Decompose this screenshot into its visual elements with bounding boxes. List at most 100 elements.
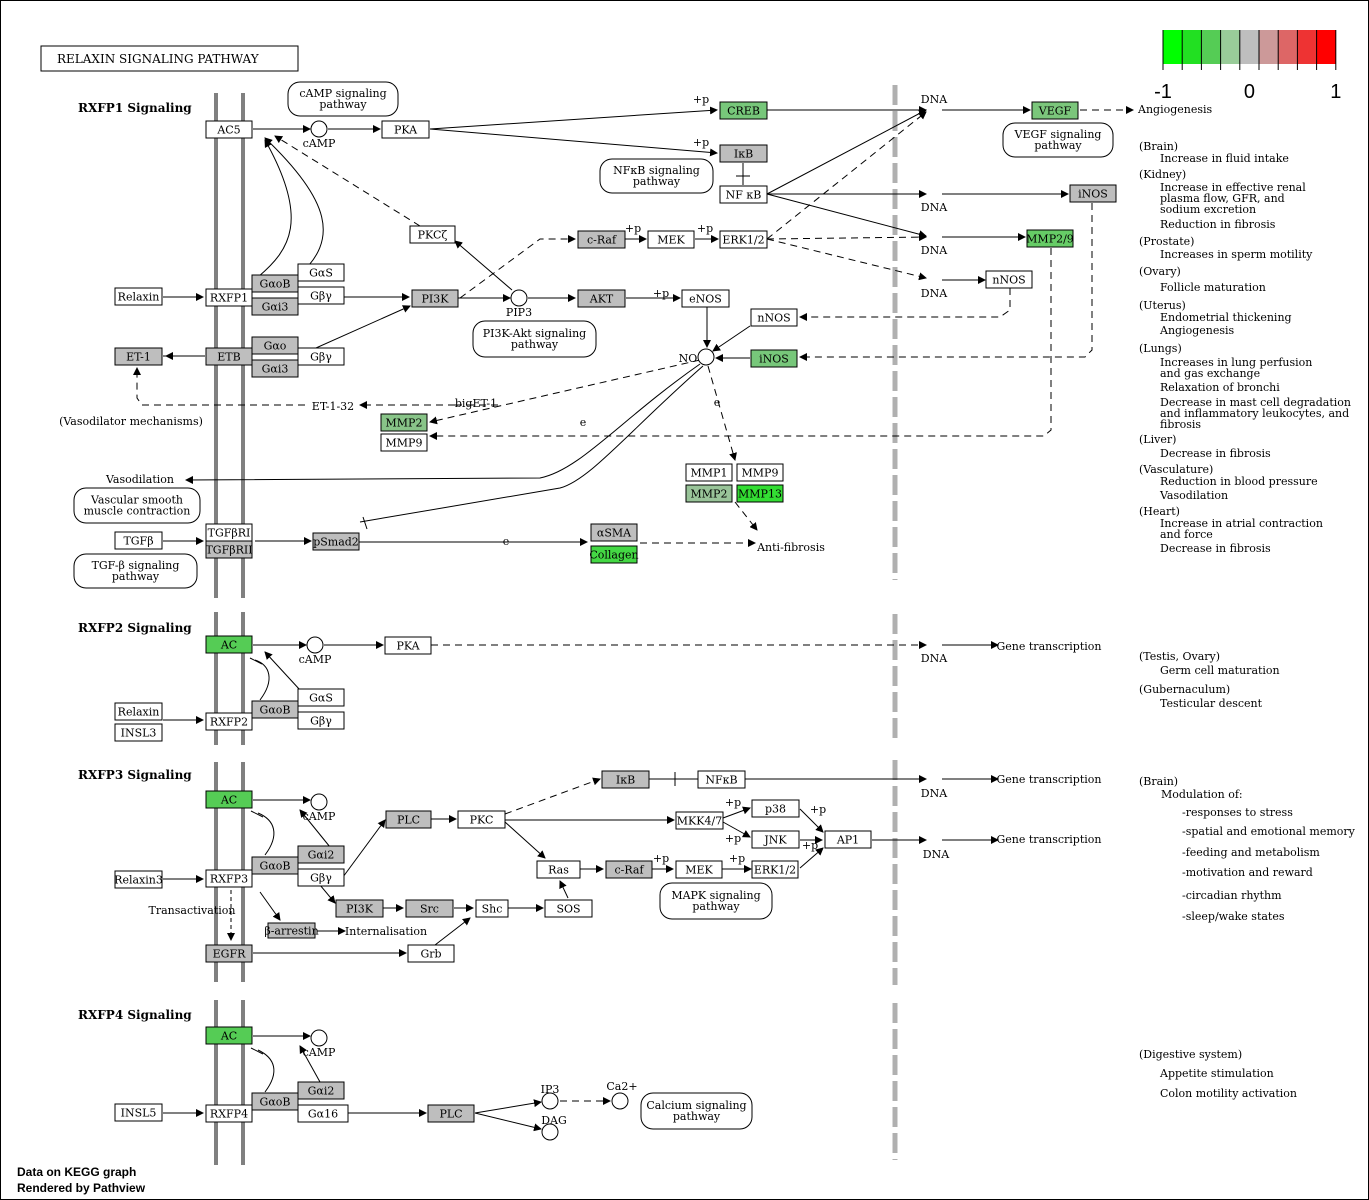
gene-node-box[interactable]	[590, 523, 638, 542]
gene-node-box[interactable]	[675, 860, 723, 879]
gene-node-box[interactable]	[685, 463, 733, 482]
gene-node-box[interactable]	[205, 712, 253, 731]
gene-node-box[interactable]	[251, 856, 299, 875]
gene-node-box[interactable]	[407, 944, 455, 963]
gene-node-box[interactable]	[751, 799, 800, 818]
gene-node-box[interactable]	[751, 860, 799, 879]
gene-node-box[interactable]	[736, 463, 784, 482]
gene-node-box[interactable]	[267, 922, 316, 939]
annotation-label: +p	[729, 852, 745, 865]
gene-node-box[interactable]	[385, 810, 432, 829]
gene-node-box[interactable]	[411, 289, 459, 308]
gene-node-box[interactable]	[297, 1104, 349, 1123]
compound-circle[interactable]	[611, 1092, 629, 1110]
pathway-link-box[interactable]	[659, 882, 773, 920]
gene-node-box[interactable]	[409, 225, 456, 244]
gene-node-box[interactable]	[205, 790, 253, 809]
gene-node-box[interactable]	[114, 702, 163, 721]
gene-node-box[interactable]	[297, 263, 345, 282]
pathway-link-box[interactable]	[640, 1092, 753, 1130]
gene-node-box[interactable]	[380, 433, 428, 452]
gene-node-box[interactable]	[381, 120, 430, 139]
gene-node-box[interactable]	[251, 336, 299, 355]
gene-node-box[interactable]	[380, 413, 428, 432]
gene-node-box[interactable]	[251, 1092, 299, 1111]
gene-node-box[interactable]	[601, 770, 650, 789]
gene-node-box[interactable]	[719, 101, 768, 120]
gene-node-box[interactable]	[750, 349, 798, 368]
gene-node-box[interactable]	[205, 635, 253, 654]
gene-node-box[interactable]	[297, 711, 345, 730]
gene-node-box[interactable]	[297, 347, 345, 366]
gene-node-box[interactable]	[1031, 101, 1079, 120]
gene-node-box[interactable]	[205, 944, 253, 963]
compound-circle[interactable]	[697, 348, 715, 366]
gene-node-box[interactable]	[681, 289, 730, 308]
compound-circle[interactable]	[310, 1029, 328, 1047]
gene-node-box[interactable]	[751, 830, 800, 849]
gene-node-box[interactable]	[335, 899, 384, 918]
gene-node-box[interactable]	[297, 1081, 345, 1100]
gene-node-box[interactable]	[114, 723, 163, 742]
compound-circle[interactable]	[306, 636, 324, 654]
gene-node-box[interactable]	[114, 287, 163, 306]
gene-node-box[interactable]	[1069, 184, 1117, 203]
gene-node-box[interactable]	[824, 830, 872, 849]
compound-circle[interactable]	[310, 120, 328, 138]
gene-node-box[interactable]	[405, 899, 454, 918]
gene-node-box[interactable]	[605, 860, 653, 879]
gene-node-box[interactable]	[251, 274, 299, 293]
gene-node-box[interactable]	[205, 120, 253, 139]
compound-circle[interactable]	[310, 793, 328, 811]
gene-node-box[interactable]	[251, 297, 299, 316]
gene-node-box[interactable]	[384, 636, 432, 655]
gene-node-label: AC	[220, 639, 237, 652]
gene-node-box[interactable]	[457, 810, 506, 829]
pathway-link-box[interactable]	[599, 158, 714, 194]
compound-circle[interactable]	[510, 289, 528, 307]
gene-node-box[interactable]	[114, 347, 163, 366]
gene-node-box[interactable]	[1026, 229, 1074, 248]
gene-node-box[interactable]	[985, 270, 1033, 289]
gene-node-box[interactable]	[251, 359, 299, 378]
gene-node-box[interactable]	[577, 230, 626, 249]
gene-node-box[interactable]	[312, 532, 360, 551]
gene-node-box[interactable]	[205, 869, 253, 888]
gene-node-box[interactable]	[297, 868, 345, 887]
gene-node-box[interactable]	[736, 484, 784, 503]
gene-node-box[interactable]	[205, 347, 253, 366]
gene-node-box[interactable]	[205, 540, 253, 559]
gene-node-box[interactable]	[205, 1026, 253, 1045]
gene-node-box[interactable]	[536, 860, 581, 879]
compound-circle[interactable]	[541, 1092, 559, 1110]
gene-node-box[interactable]	[544, 899, 593, 918]
gene-node-box[interactable]	[297, 845, 345, 864]
gene-node-box[interactable]	[697, 770, 746, 789]
gene-node-box[interactable]	[475, 899, 509, 918]
gene-node-box[interactable]	[719, 144, 768, 163]
gene-node-box[interactable]	[205, 1104, 253, 1123]
compound-circle[interactable]	[541, 1123, 559, 1141]
pathway-link-box[interactable]	[73, 553, 198, 589]
gene-node-box[interactable]	[114, 1103, 163, 1122]
gene-node-box[interactable]	[675, 811, 724, 830]
gene-node-box[interactable]	[297, 286, 345, 305]
gene-node-box[interactable]	[297, 688, 345, 707]
pathway-link-box[interactable]	[73, 487, 201, 524]
gene-node-box[interactable]	[590, 545, 638, 564]
pathway-link-box[interactable]	[287, 81, 399, 117]
annotation-label: +p	[725, 832, 741, 845]
gene-node-box[interactable]	[427, 1104, 475, 1123]
gene-node-box[interactable]	[114, 870, 163, 889]
gene-node-box[interactable]	[719, 185, 768, 204]
gene-node-box[interactable]	[114, 531, 163, 550]
compound-label: PIP3	[506, 306, 532, 319]
pathway-link-box[interactable]	[1002, 122, 1114, 158]
gene-node-box[interactable]	[647, 230, 695, 249]
gene-node-box[interactable]	[685, 484, 733, 503]
gene-node-box[interactable]	[577, 289, 626, 308]
gene-node-box[interactable]	[251, 700, 299, 719]
gene-node-box[interactable]	[719, 230, 768, 249]
pathway-link-box[interactable]	[472, 320, 597, 358]
gene-node-box[interactable]	[750, 308, 798, 327]
